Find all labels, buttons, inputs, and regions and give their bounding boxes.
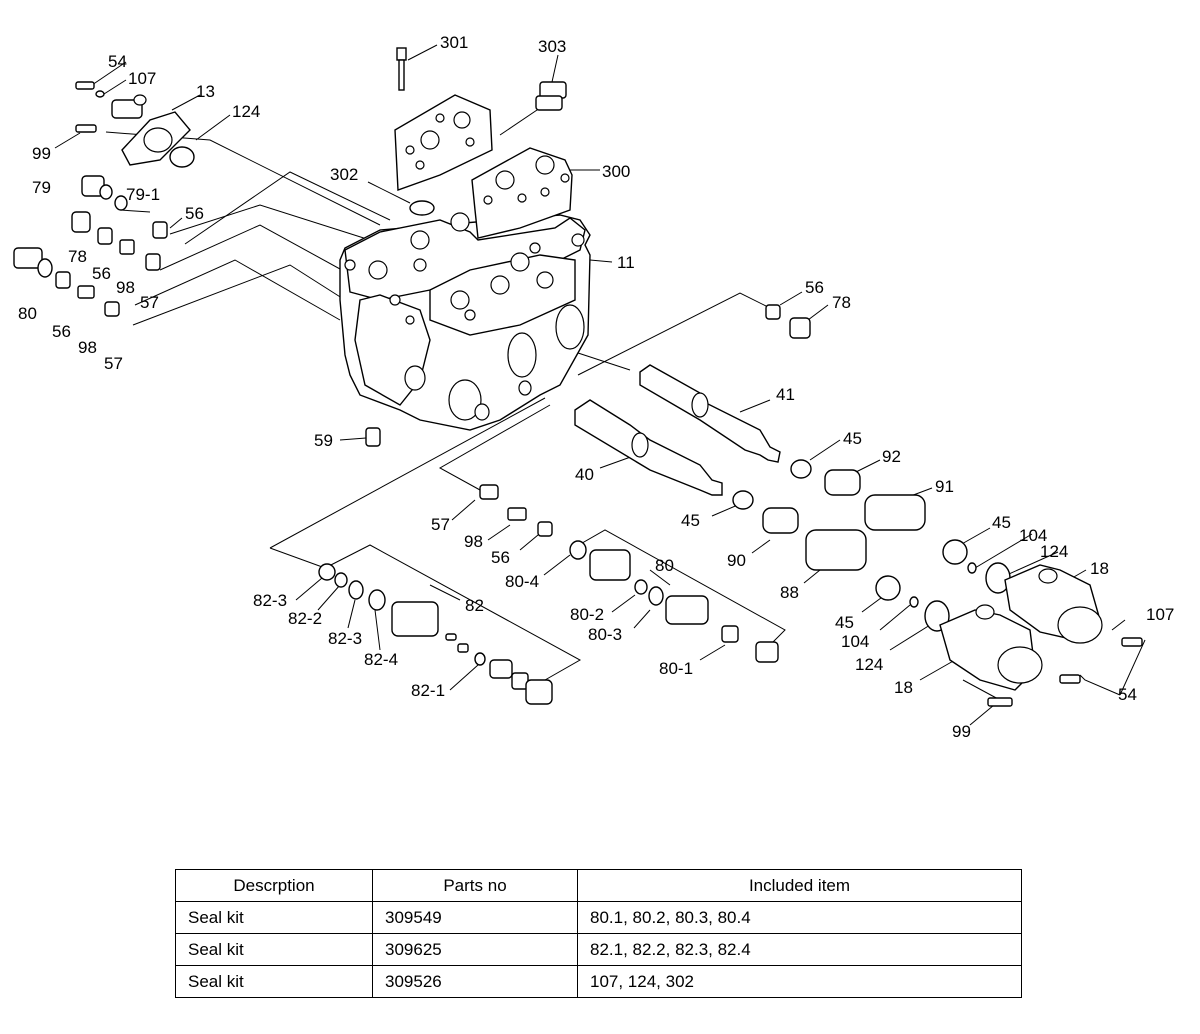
o-ring-124-top [169, 146, 195, 168]
exploded-parts-diagram: 301 303 54 107 13 124 99 79 79-1 56 78 5… [13, 33, 1174, 741]
callout-82-3: 82-3 [328, 629, 362, 648]
callout-56: 56 [805, 278, 824, 297]
column-header-included-item: Included item [577, 869, 1022, 902]
callout-80-4: 80-4 [505, 572, 539, 591]
cell-description: Seal kit [175, 965, 373, 998]
callout-45: 45 [843, 429, 862, 448]
end-caps-18 [939, 564, 1143, 707]
callout-41: 41 [776, 385, 795, 404]
cell-parts-no: 309526 [372, 965, 578, 998]
callout-92: 92 [882, 447, 901, 466]
callout-80: 80 [18, 304, 37, 323]
callout-78: 78 [832, 293, 851, 312]
cover-plate-300 [471, 147, 573, 239]
callout-124: 124 [1040, 542, 1068, 561]
callout-302: 302 [330, 165, 358, 184]
callout-82-2: 82-2 [288, 609, 322, 628]
callout-57: 57 [431, 515, 450, 534]
cover-plate-13 [111, 94, 191, 166]
small-parts-left [13, 81, 168, 317]
cell-description: Seal kit [175, 901, 373, 934]
table-row: Seal kit 309526 107, 124, 302 [175, 965, 1022, 998]
callout-40: 40 [575, 465, 594, 484]
callout-82: 82 [465, 596, 484, 615]
callout-18: 18 [1090, 559, 1109, 578]
column-header-parts-no: Parts no [372, 869, 578, 902]
callout-99: 99 [952, 722, 971, 741]
callout-104: 104 [1019, 526, 1047, 545]
cell-description: Seal kit [175, 933, 373, 966]
table-row: Seal kit 309549 80.1, 80.2, 80.3, 80.4 [175, 901, 1022, 934]
callout-79: 79 [32, 178, 51, 197]
callout-124: 124 [232, 102, 260, 121]
spool-41 [639, 364, 781, 463]
cell-included-item: 80.1, 80.2, 80.3, 80.4 [577, 901, 1022, 934]
spool-40 [574, 399, 723, 496]
leader-lines [54, 44, 1146, 726]
callout-82-3: 82-3 [253, 591, 287, 610]
plug-303 [535, 81, 567, 111]
callout-45: 45 [835, 613, 854, 632]
cartridges-80-82 [318, 484, 779, 705]
cover-plate-301 [394, 47, 493, 191]
springs [762, 469, 926, 571]
o-ring-302 [409, 200, 435, 216]
callout-80: 80 [655, 556, 674, 575]
callout-56: 56 [491, 548, 510, 567]
callout-54: 54 [108, 52, 127, 71]
callout-79-1: 79-1 [126, 185, 160, 204]
callout-57: 57 [104, 354, 123, 373]
table-row: Seal kit 309625 82.1, 82.2, 82.3, 82.4 [175, 933, 1022, 966]
callout-labels: 301 303 54 107 13 124 99 79 79-1 56 78 5… [18, 33, 1174, 741]
callout-303: 303 [538, 37, 566, 56]
callout-301: 301 [440, 33, 468, 52]
cell-included-item: 82.1, 82.2, 82.3, 82.4 [577, 933, 1022, 966]
callout-11: 11 [617, 253, 635, 272]
callout-56: 56 [185, 204, 204, 223]
callout-98: 98 [78, 338, 97, 357]
callout-98: 98 [116, 278, 135, 297]
callout-98: 98 [464, 532, 483, 551]
callout-13: 13 [196, 82, 215, 101]
callout-59: 59 [314, 431, 333, 450]
cell-parts-no: 309625 [372, 933, 578, 966]
callout-300: 300 [602, 162, 630, 181]
seal-kit-table: Descrption Parts no Included item Seal k… [175, 869, 1022, 998]
callout-104: 104 [841, 632, 869, 651]
callout-56: 56 [92, 264, 111, 283]
callout-82-4: 82-4 [364, 650, 398, 669]
callout-124: 124 [855, 655, 883, 674]
callout-54: 54 [1118, 685, 1137, 704]
callout-80-1: 80-1 [659, 659, 693, 678]
column-header-description: Descrption [175, 869, 373, 902]
callout-82-1: 82-1 [411, 681, 445, 700]
table-header-row: Descrption Parts no Included item [175, 869, 1022, 902]
cell-parts-no: 309549 [372, 901, 578, 934]
callout-90: 90 [727, 551, 746, 570]
callout-88: 88 [780, 583, 799, 602]
callout-99: 99 [32, 144, 51, 163]
callout-18: 18 [894, 678, 913, 697]
callout-107: 107 [1146, 605, 1174, 624]
valve-body-11 [339, 212, 591, 431]
callout-56: 56 [52, 322, 71, 341]
callout-78: 78 [68, 247, 87, 266]
cell-included-item: 107, 124, 302 [577, 965, 1022, 998]
callout-45: 45 [681, 511, 700, 530]
callout-107: 107 [128, 69, 156, 88]
callout-57: 57 [140, 293, 159, 312]
callout-45: 45 [992, 513, 1011, 532]
callout-80-3: 80-3 [588, 625, 622, 644]
callout-91: 91 [935, 477, 954, 496]
callout-80-2: 80-2 [570, 605, 604, 624]
